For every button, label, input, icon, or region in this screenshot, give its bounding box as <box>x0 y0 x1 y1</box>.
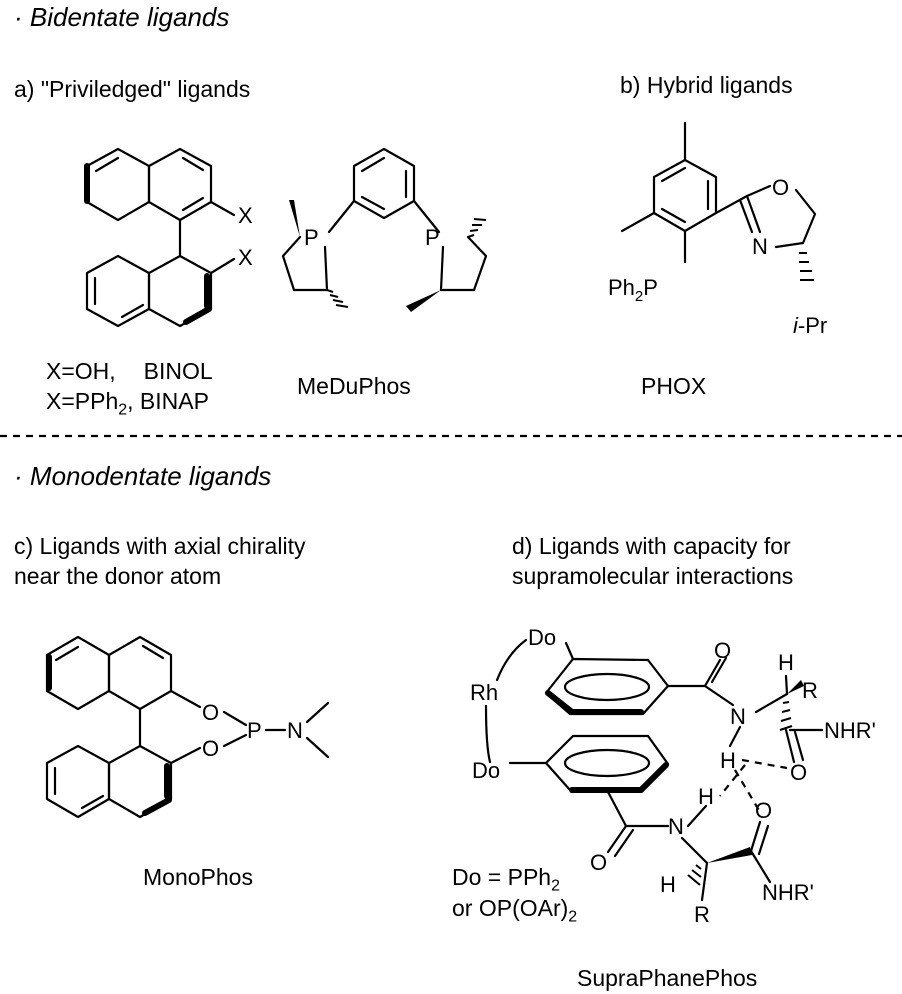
phox-o: O <box>772 175 789 200</box>
monophos-n: N <box>287 718 303 743</box>
binap-subscript: 2 <box>118 401 128 419</box>
supra-do-upper: Do <box>528 625 556 650</box>
binap-name: , BINAP <box>127 388 209 414</box>
binol-structure: X X <box>84 147 253 328</box>
meduphos-p-left: P <box>304 225 319 250</box>
supra-r-upper: R <box>802 678 818 703</box>
monophos-p: P <box>247 718 262 743</box>
supra-o-amide-upper: O <box>714 638 731 663</box>
supra-n-upper: N <box>730 704 746 729</box>
meduphos-p-right: P <box>425 225 440 250</box>
supra-o-upper2: O <box>790 760 807 785</box>
supra-rh: Rh <box>470 680 498 705</box>
supra-o-amide-lower: O <box>590 850 607 875</box>
supra-r-lower: R <box>694 902 710 927</box>
phox-ipr: i-Pr <box>793 313 827 338</box>
phox-structure: Ph2P N O i-Pr <box>608 121 827 338</box>
panel-d-label-line1: d) Ligands with capacity for <box>512 533 791 559</box>
monophos-o-upper: O <box>202 700 219 725</box>
supra-nhr-upper: NHR' <box>824 718 876 743</box>
panel-a-label: a) "Priviledged" ligands <box>14 76 251 102</box>
supra-legend-line2: or OP(OAr)2 <box>452 897 577 926</box>
binol-caption-line1: X=OH, BINOL <box>46 360 213 383</box>
binap-x: X=PPh <box>46 388 119 414</box>
meduphos-structure: P P <box>281 147 488 312</box>
supra-o-lower: O <box>755 798 772 823</box>
panel-b-label: b) Hybrid ligands <box>620 72 793 98</box>
bullet: · <box>14 461 23 491</box>
supra-h-nh-upper: H <box>720 748 736 773</box>
subscript: 2 <box>568 908 578 926</box>
supra-h-lower: H <box>660 872 676 897</box>
panel-c-label-line1: c) Ligands with axial chirality <box>14 533 306 559</box>
section-title: Bidentate ligands <box>29 2 230 32</box>
do-legend: Do = PPh <box>452 864 552 890</box>
section-title: Monodentate ligands <box>29 461 272 491</box>
supra-n-lower: N <box>668 814 684 839</box>
phox-n: N <box>752 234 768 259</box>
binol-x-oh: X=OH, <box>46 358 116 384</box>
supraphanephos-name: SupraPhanePhos <box>577 965 758 991</box>
meduphos-name: MeDuPhos <box>297 373 411 399</box>
supra-h-nh-lower: H <box>698 784 714 809</box>
monophos-structure: O O P N <box>45 635 330 819</box>
do-legend-alt: or OP(OAr) <box>452 895 569 921</box>
binol-caption-line2: X=PPh2, BINAP <box>46 390 209 419</box>
panel-d-label-line2: supramolecular interactions <box>512 563 794 589</box>
phox-ph2p: Ph2P <box>608 275 658 305</box>
supra-legend-line1: Do = PPh2 <box>452 866 560 895</box>
binol-name: BINOL <box>143 358 213 384</box>
phox-name: PHOX <box>641 373 707 399</box>
supra-do-lower: Do <box>472 758 500 783</box>
binol-x-lower: X <box>238 245 253 270</box>
supra-nhr-lower: NHR' <box>762 880 814 905</box>
monophos-o-lower: O <box>202 736 219 761</box>
supra-h-upper: H <box>778 650 794 675</box>
subscript: 2 <box>551 877 560 895</box>
monophos-name: MonoPhos <box>143 864 253 890</box>
panel-c-label-line2: near the donor atom <box>14 563 222 589</box>
bullet: · <box>14 2 23 32</box>
section-monodentate-heading: · Monodentate ligands <box>14 463 271 489</box>
binol-x-upper: X <box>238 203 253 228</box>
section-bidentate-heading: · Bidentate ligands <box>14 4 229 30</box>
supraphanephos-structure: Rh Do Do O N R H NHR' O H <box>470 625 876 927</box>
